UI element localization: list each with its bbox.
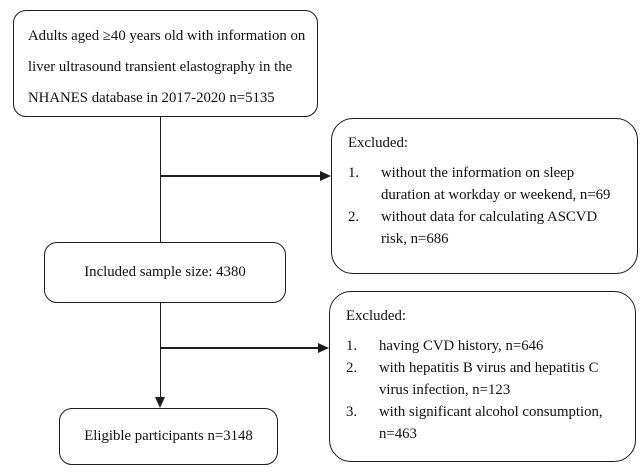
arrowhead-right-icon [318, 342, 329, 353]
list-item-number: 2. [348, 209, 360, 225]
connector-to-excluded-1 [160, 175, 322, 177]
arrowhead-down-icon [154, 397, 165, 408]
population-line-1: Adults aged ≥40 years old with informati… [28, 28, 306, 44]
list-item-text: with hepatitis B virus and hepatitis C v… [379, 360, 599, 398]
included-box: Included sample size: 4380 [44, 242, 286, 303]
connector-to-excluded-2 [160, 347, 319, 349]
excluded-box-2: Excluded: 1. having CVD history, n=646 2… [329, 291, 636, 462]
list-item: 2. without data for calculating ASCVD ri… [348, 206, 623, 250]
list-item: 1. without the information on sleep dura… [348, 162, 623, 206]
population-box: Adults aged ≥40 years old with informati… [13, 10, 318, 117]
excluded-box-1: Excluded: 1. without the information on … [331, 118, 638, 274]
list-item: 1. having CVD history, n=646 [346, 335, 621, 357]
list-item-text: with significant alcohol consumption, n=… [379, 404, 603, 442]
list-item-text: without data for calculating ASCVD risk,… [381, 209, 598, 247]
excluded-1-list: 1. without the information on sleep dura… [348, 162, 623, 250]
list-item-number: 2. [346, 360, 358, 376]
eligible-label: Eligible participants n=3148 [84, 428, 253, 444]
connector-population-to-included [159, 117, 162, 242]
population-line-3: NHANES database in 2017-2020 n=5135 [28, 90, 275, 106]
included-label: Included sample size: 4380 [84, 264, 246, 280]
excluded-2-list: 1. having CVD history, n=646 2. with hep… [346, 335, 621, 445]
list-item-text: without the information on sleep duratio… [381, 165, 611, 203]
population-line-2: liver ultrasound transient elastography … [28, 59, 293, 75]
excluded-2-title: Excluded: [346, 308, 406, 324]
eligible-box: Eligible participants n=3148 [59, 408, 278, 465]
arrowhead-right-icon [320, 170, 331, 181]
connector-included-to-eligible [159, 303, 162, 398]
list-item-text: having CVD history, n=646 [379, 338, 544, 354]
list-item-number: 1. [346, 338, 358, 354]
list-item: 2. with hepatitis B virus and hepatitis … [346, 357, 621, 401]
list-item-number: 3. [346, 404, 358, 420]
list-item: 3. with significant alcohol consumption,… [346, 401, 621, 445]
excluded-1-title: Excluded: [348, 135, 408, 151]
list-item-number: 1. [348, 165, 360, 181]
